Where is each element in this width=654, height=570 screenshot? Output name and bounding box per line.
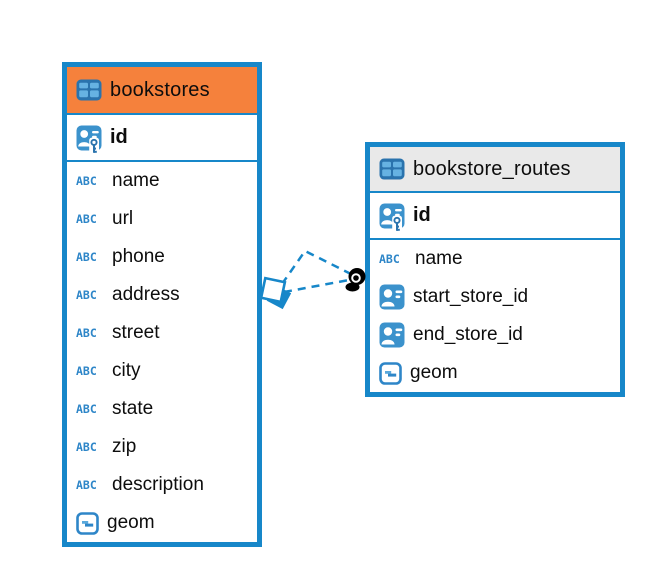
column-name: zip [112,436,137,457]
text-type-icon: ABC [76,364,97,378]
table-title: bookstore_routes [413,157,571,180]
table-bookstores-header[interactable]: bookstores [67,67,257,113]
relationship-source-marker[interactable] [259,276,292,310]
column-name: city [112,360,141,381]
column-row[interactable]: start_store_id [370,278,620,316]
column-row[interactable]: ABC description [67,466,257,504]
reference-key-icon [379,322,405,348]
table-icon [76,79,102,101]
column-row-id[interactable]: id [370,193,620,238]
reference-key-icon [379,284,405,310]
column-row[interactable]: ABC phone [67,238,257,276]
column-list: ABC name ABC url ABC phone ABC address A… [67,162,257,542]
column-row[interactable]: geom [67,504,257,542]
relationship-line-lower[interactable] [283,278,350,294]
column-name: geom [107,512,155,533]
column-name: end_store_id [413,324,523,345]
column-row[interactable]: ABC name [67,162,257,200]
column-name: geom [410,362,458,383]
column-name: id [413,204,431,226]
column-row[interactable]: ABC name [370,240,620,278]
column-row[interactable]: ABC state [67,390,257,428]
column-row[interactable]: ABC url [67,200,257,238]
table-bookstores[interactable]: bookstores id ABC name ABC [62,62,262,547]
column-name: name [415,248,463,269]
column-row[interactable]: ABC address [67,276,257,314]
text-type-icon: ABC [76,174,97,188]
column-row[interactable]: ABC street [67,314,257,352]
column-name: phone [112,246,165,267]
table-title: bookstores [110,78,210,101]
text-type-icon: ABC [76,212,97,226]
column-row[interactable]: ABC city [67,352,257,390]
table-icon [379,158,405,180]
geometry-type-icon [379,361,402,385]
primary-key-icon [379,203,405,233]
key-divider [370,238,620,240]
text-type-icon: ABC [76,402,97,416]
table-bookstore-routes[interactable]: bookstore_routes id ABC name [365,142,625,397]
text-type-icon: ABC [76,478,97,492]
column-name: url [112,208,134,229]
table-bookstore-routes-header[interactable]: bookstore_routes [370,147,620,191]
text-type-icon: ABC [76,288,97,302]
relationship-endpoint-marker[interactable] [345,268,366,292]
text-type-icon: ABC [76,250,97,264]
primary-key-icon [76,125,102,155]
header-divider [67,113,257,115]
text-type-icon: ABC [76,326,97,340]
key-divider [67,160,257,162]
column-row-id[interactable]: id [67,115,257,160]
header-divider [370,191,620,193]
text-type-icon: ABC [379,252,400,266]
column-name: address [112,284,180,305]
column-row[interactable]: end_store_id [370,316,620,354]
geometry-type-icon [76,511,99,535]
column-row[interactable]: ABC zip [67,428,257,466]
column-name: name [112,170,160,191]
column-name: id [110,126,128,148]
column-row[interactable]: geom [370,354,620,392]
column-list: ABC name start_store_id [370,240,620,392]
column-name: street [112,322,160,343]
column-name: start_store_id [413,286,529,307]
column-name: state [112,398,154,419]
column-name: description [112,474,204,495]
text-type-icon: ABC [76,440,97,454]
relationship-line-upper[interactable] [280,249,352,285]
